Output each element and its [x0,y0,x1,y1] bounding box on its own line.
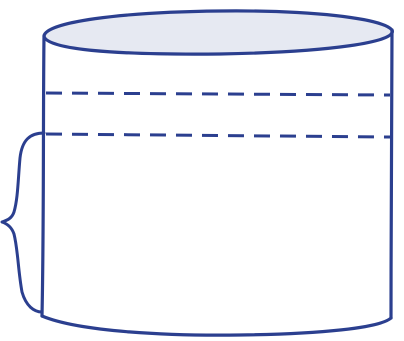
cylinder-bottom-curve [40,314,393,337]
cylinder-right-wall [389,28,394,320]
dashed-band-line-1 [45,91,391,97]
cylinder-top-ellipse [42,9,394,56]
side-brace [0,131,46,314]
dashed-band-line-2 [45,132,391,139]
cylinder-left-wall [40,34,46,318]
